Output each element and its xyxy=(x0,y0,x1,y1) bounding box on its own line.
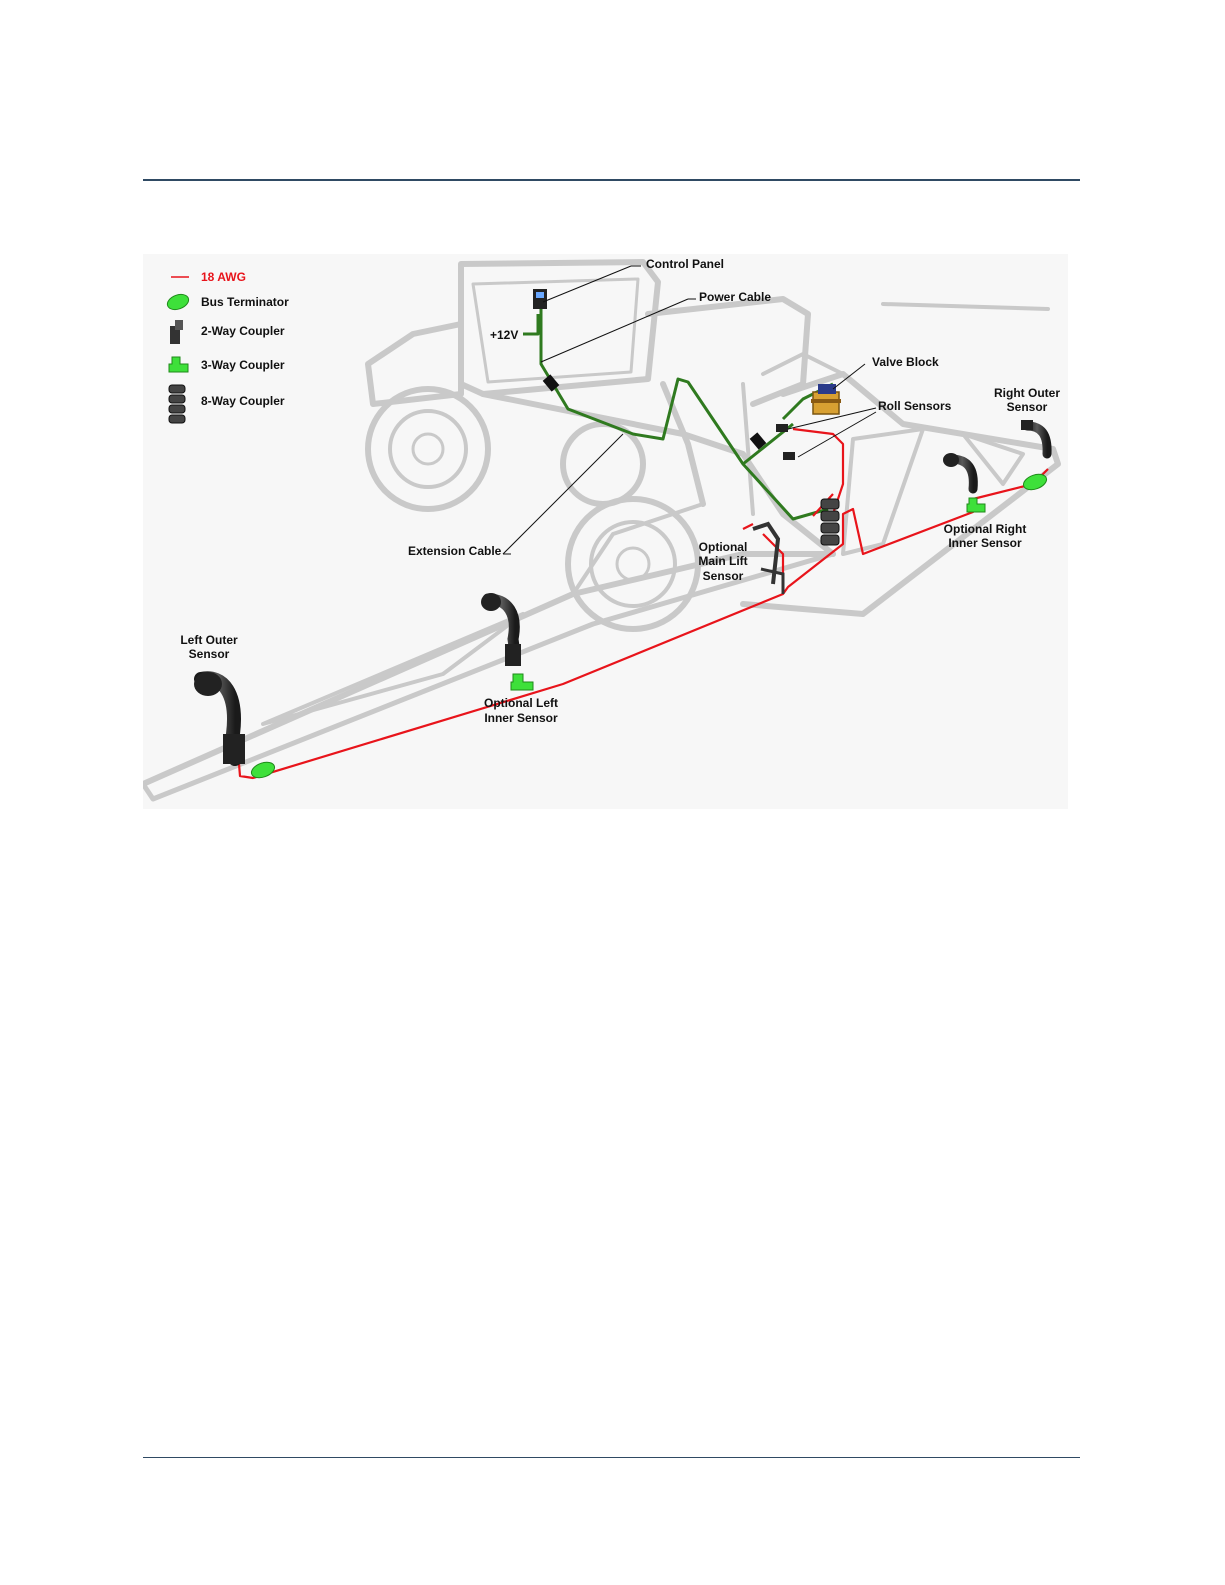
legend-eight-way-label: 8-Way Coupler xyxy=(201,394,285,408)
legend-two-way-label: 2-Way Coupler xyxy=(201,324,285,338)
right-outer-sensor-label-1: Right Outer xyxy=(994,386,1060,400)
roll-sensors-label: Roll Sensors xyxy=(878,399,952,413)
optional-main-lift-label-3: Sensor xyxy=(703,569,744,583)
optional-right-inner-label-2: Inner Sensor xyxy=(948,536,1022,550)
valve-block-label: Valve Block xyxy=(872,355,939,369)
power-cable-label: Power Cable xyxy=(699,290,771,304)
legend-three-way-label: 3-Way Coupler xyxy=(201,358,285,372)
optional-right-inner-label-1: Optional Right xyxy=(944,522,1027,536)
legend-bus-terminator-label: Bus Terminator xyxy=(201,295,289,309)
control-panel-icon xyxy=(533,289,547,309)
left-outer-sensor-label-1: Left Outer xyxy=(180,633,238,647)
optional-left-inner-label-1: Optional Left xyxy=(484,696,558,710)
optional-main-lift-label-2: Main Lift xyxy=(698,554,747,568)
plus-12v-label: +12V xyxy=(490,328,518,342)
extension-cable-label: Extension Cable xyxy=(408,544,502,558)
optional-main-lift-label-1: Optional xyxy=(699,540,748,554)
footer-rule xyxy=(143,1457,1080,1458)
right-outer-sensor-label-2: Sensor xyxy=(1007,400,1048,414)
optional-left-inner-label-2: Inner Sensor xyxy=(484,711,558,725)
legend-18awg-label: 18 AWG xyxy=(201,270,246,284)
left-outer-sensor-label-2: Sensor xyxy=(189,647,230,661)
control-panel-label: Control Panel xyxy=(646,257,724,271)
wiring-diagram: 18 AWG Bus Terminator 2-Way Coupler 3-Wa… xyxy=(143,254,1068,809)
header-rule xyxy=(143,179,1080,181)
